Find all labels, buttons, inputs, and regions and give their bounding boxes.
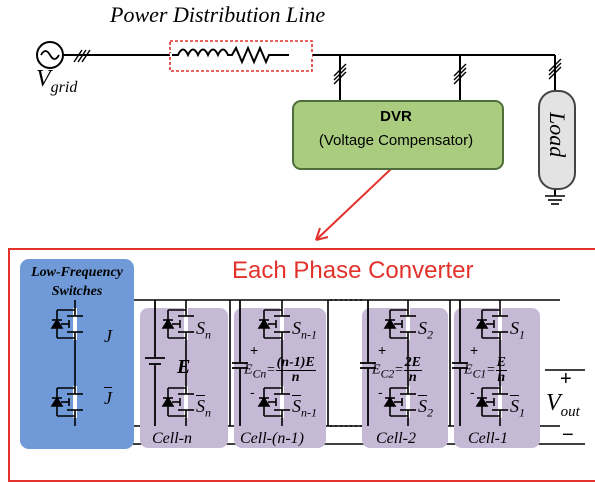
cap-minus-sign: - <box>470 384 475 400</box>
three-phase-mark-icon <box>73 49 91 63</box>
grid-voltage-label: Vgrid <box>36 66 78 96</box>
dvr-subtitle: (Voltage Compensator) <box>318 132 474 149</box>
igbt-switch-icon <box>50 308 83 340</box>
cap-plus-sign: + <box>378 342 387 358</box>
vout-plus-sign: + <box>560 368 572 390</box>
switch-sn1-bottom-label: Sn-1 <box>292 396 317 420</box>
cell-1-label: Cell-1 <box>468 430 508 447</box>
igbt-switch-icon <box>257 308 290 340</box>
cell-n-minus-1-label: Cell-(n-1) <box>240 430 304 447</box>
igbt-switch-icon <box>257 386 290 418</box>
cell-n-label: Cell-n <box>152 430 192 447</box>
phase-converter-title: Each Phase Converter <box>232 257 474 284</box>
dvr-converter-diagram: Power Distribution Line Vgrid DVR (Volta… <box>8 2 595 482</box>
cap-minus-sign: - <box>250 384 255 400</box>
dc-source-label: E <box>177 356 191 378</box>
wiring-layer <box>36 40 585 445</box>
igbt-switch-icon <box>383 386 416 418</box>
cap-plus-sign: + <box>250 342 259 358</box>
switch-s1-top-label: S1 <box>510 318 525 342</box>
igbt-switch-icon <box>475 308 508 340</box>
igbt-switch-icon <box>383 308 416 340</box>
sine-wave-icon <box>40 50 60 60</box>
switch-s1-bottom-label: S1 <box>510 396 525 420</box>
dc-source-icon <box>145 300 165 426</box>
low-frequency-switches-label: Low-Frequency Switches <box>31 265 123 299</box>
switch-sn-top-label: Sn <box>196 318 211 342</box>
igbt-switch-icon <box>475 386 508 418</box>
dvr-block <box>292 100 504 170</box>
switch-sn1-top-label: Sn-1 <box>292 318 317 342</box>
igbt-switch-icon <box>50 386 83 418</box>
diagram-title: Power Distribution Line <box>110 2 326 27</box>
igbt-switch-icon <box>161 308 194 340</box>
switch-jbar-label: J <box>104 388 112 408</box>
switch-s2-bottom-label: S2 <box>418 396 433 420</box>
cap-plus-sign: + <box>470 342 479 358</box>
rl-impedance-icon <box>172 45 289 65</box>
switch-j-label: J <box>104 326 112 346</box>
switch-sn-bottom-label: Sn <box>196 396 211 420</box>
igbt-switch-icon <box>161 386 194 418</box>
output-voltage-label: Vout <box>546 390 580 420</box>
switch-layer <box>50 300 508 426</box>
vout-minus-sign: − <box>562 424 574 446</box>
zoom-arrow <box>315 167 393 241</box>
switch-s2-top-label: S2 <box>418 318 433 342</box>
cap-minus-sign: - <box>378 384 383 400</box>
cell-2-label: Cell-2 <box>376 430 416 447</box>
load-block <box>538 90 576 190</box>
capacitor-icons <box>232 300 468 426</box>
dvr-title: DVR <box>380 108 412 125</box>
ground-icon <box>545 195 565 205</box>
